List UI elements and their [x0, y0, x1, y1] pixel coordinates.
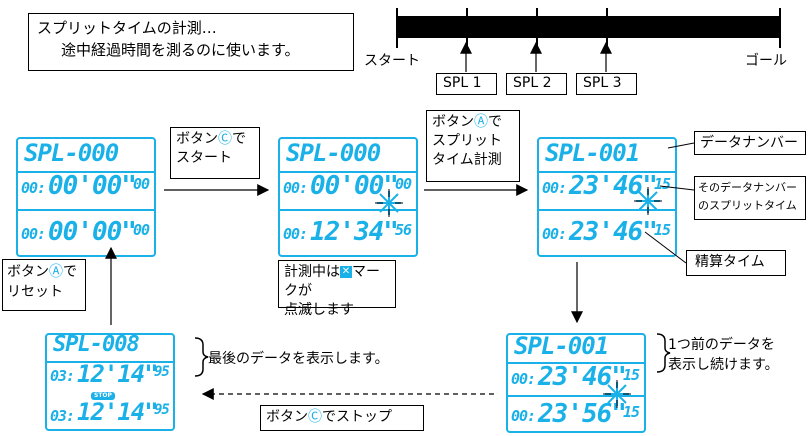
- lcd3-data-number: SPL-001: [545, 139, 640, 167]
- last-data-note: 最後のデータを表示します。: [208, 351, 389, 367]
- intro-line1: スプリットタイムの計測…: [37, 19, 217, 37]
- lcd2-mid-hundredths: 00: [395, 175, 412, 193]
- lcd3-bot-hundredths: 15: [654, 221, 671, 239]
- prev-data-note-1: 1つ前のデータを: [668, 337, 775, 353]
- intro-box: スプリットタイムの計測… 途中経過時間を測るのに使います。: [28, 13, 354, 71]
- measuring-note-box: 計測中は✕マークが 点滅します: [278, 260, 396, 318]
- lcd2-bot-time: 12'34": [310, 217, 399, 247]
- stop-instruction-box: ボタンⒸでストップ: [260, 405, 424, 431]
- lcd1-bot-hundredths: 00: [133, 221, 150, 239]
- lcd4-bot-hundredths: 15: [623, 403, 640, 421]
- lcd4-mid-hours: 00:: [511, 370, 536, 388]
- timeline-tick-goal: [779, 8, 781, 48]
- split-mark-icon: [603, 380, 631, 408]
- lcd1-bot-hours: 00:: [21, 225, 46, 243]
- split-label-1: SPL 1: [436, 73, 497, 95]
- split-time-label: そのデータナンバー のスプリットタイム: [694, 176, 806, 220]
- data-number-label: データナンバー: [694, 131, 806, 155]
- timeline-tick-start: [396, 8, 398, 48]
- split-label-3: SPL 3: [576, 73, 637, 95]
- lcd4-data-number: SPL-001: [514, 332, 609, 360]
- lcd4-bot-hours: 00:: [511, 407, 536, 425]
- lcd5-bot-time: 12'14": [77, 398, 159, 426]
- lcd2-data-number: SPL-000: [286, 139, 381, 167]
- lcd1-mid-time: 00'00": [48, 171, 137, 201]
- lcd3-bot-hours: 00:: [542, 225, 567, 243]
- split-mark-icon: [375, 189, 403, 217]
- button-a-icon: Ⓐ: [474, 114, 488, 130]
- lcd5-data-number: SPL-008: [53, 332, 140, 357]
- lcd5-mid-time: 12'14": [77, 360, 159, 388]
- lcd2-mid-hours: 00:: [283, 179, 308, 197]
- lcd2-mid-time: 00'00": [310, 171, 399, 201]
- stop-indicator: STOP: [91, 392, 115, 400]
- lcd3-mid-hours: 00:: [542, 179, 567, 197]
- lcd4-bot-time: 23'56": [538, 399, 627, 429]
- split-label-2: SPL 2: [506, 73, 567, 95]
- lcd1-data-number: SPL-000: [24, 139, 119, 167]
- lcd-display-5: SPL-008 03: 12'14" 95 STOP 03: 12'14" 95: [45, 332, 175, 431]
- lcd5-mid-hundredths: 95: [154, 364, 170, 380]
- button-a-icon: Ⓐ: [49, 264, 63, 280]
- lcd-display-1: SPL-000 00: 00'00" 00 00: 00'00" 00: [16, 137, 156, 257]
- split-mark-small-icon: ✕: [340, 266, 352, 278]
- timeline-tick-1: [466, 8, 468, 48]
- lcd1-bot-time: 00'00": [48, 217, 137, 247]
- lcd4-mid-hundredths: 15: [623, 366, 640, 384]
- timeline-bar: [396, 16, 780, 38]
- lcd2-bot-hundredths: 56: [395, 221, 412, 239]
- reset-instruction-box: ボタンⒶで リセット: [2, 259, 86, 311]
- timeline-tick-3: [606, 8, 608, 48]
- button-c-icon: Ⓒ: [218, 131, 232, 147]
- button-c-icon: Ⓒ: [308, 409, 322, 425]
- lcd3-mid-hundredths: 15: [654, 175, 671, 193]
- timeline-tick-2: [536, 8, 538, 48]
- timeline-goal-label: ゴール: [745, 53, 787, 69]
- lcd-display-3: SPL-001 00: 23'46" 15 00: 23'46" 15: [537, 137, 677, 257]
- lcd2-bot-hours: 00:: [283, 225, 308, 243]
- lcd1-mid-hours: 00:: [21, 179, 46, 197]
- intro-line2: 途中経過時間を測るのに使います。: [61, 41, 300, 59]
- timeline-start-label: スタート: [364, 53, 420, 69]
- lcd-display-2: SPL-000 00: 00'00" 00 00: 12'34" 56: [278, 137, 418, 257]
- lcd5-bot-hundredths: 95: [154, 402, 170, 418]
- lcd-display-4: SPL-001 00: 23'46" 15 00: 23'56" 15: [506, 332, 646, 433]
- lcd5-bot-hours: 03:: [50, 407, 75, 425]
- split-instruction-box: ボタンⒶで スプリット タイム計測: [426, 110, 520, 182]
- prev-data-note-2: 表示し続けます。: [668, 357, 779, 373]
- start-instruction-box: ボタンⒸで スタート: [170, 127, 260, 179]
- net-time-label: 精算タイム: [686, 250, 786, 276]
- lcd5-mid-hours: 03:: [50, 367, 75, 385]
- lcd3-bot-time: 23'46": [569, 217, 658, 247]
- lcd4-mid-time: 23'46": [538, 362, 627, 392]
- split-mark-icon: [634, 187, 662, 215]
- lcd1-mid-hundredths: 00: [133, 175, 150, 193]
